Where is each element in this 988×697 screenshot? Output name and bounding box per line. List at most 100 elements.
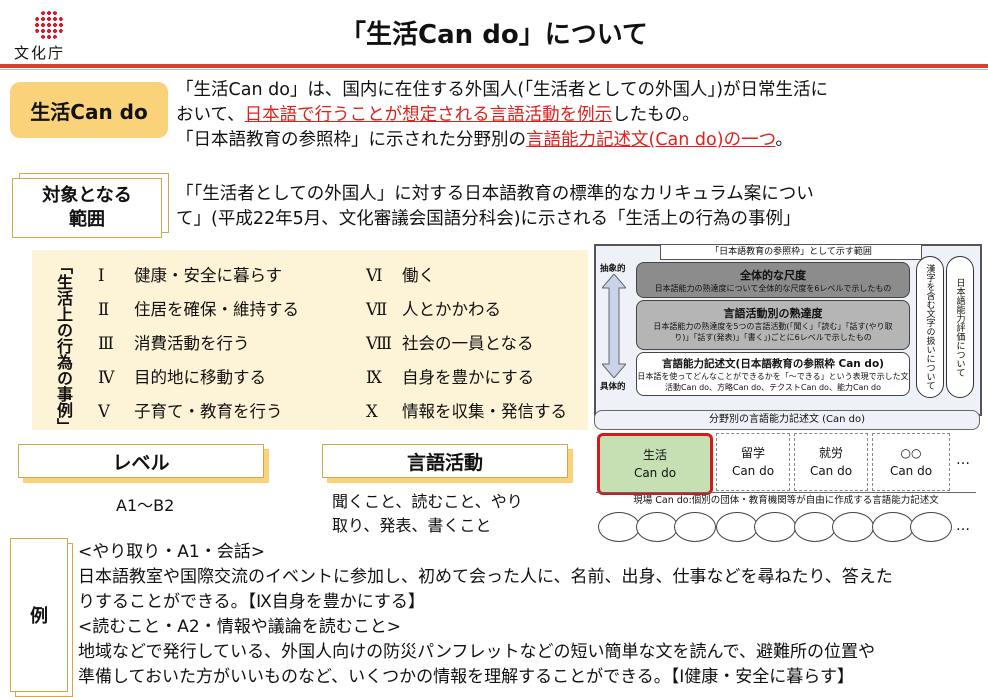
activity-num: Ⅹ [366,402,378,421]
overall-scale-title: 全体的な尺度 [740,269,806,282]
level-value: A1〜B2 [116,496,175,515]
examples-text: <やり取り・A1・会話> 日本語教室や国際交流のイベントに参加し、初めて会った人… [78,540,983,690]
language-activity-text: 聞くこと、読むこと、やり 取り、発表、書くこと [332,490,523,538]
activity-num: Ⅷ [366,334,392,353]
activity-proficiency-box: 言語活動別の熟達度 日本語能力の熟達度を5つの言語活動(「聞く」「読む」「話す(… [636,300,910,350]
activity-num: Ⅱ [98,300,110,319]
logo-mark-icon [34,10,64,40]
activity-proficiency-title: 言語活動別の熟達度 [723,307,823,320]
activity-num: Ⅰ [98,266,105,285]
scope-text: 「「生活者としての外国人」に対する日本語教育の標準的なカリキュラム案につい て」… [176,182,976,232]
field-cando-seikatsu: 生活 Can do [597,433,713,495]
field-cando: Can do [731,464,775,478]
activity-num: Ⅶ [366,300,388,319]
field-cando-ryugaku: 留学 Can do [716,433,790,491]
overall-scale-text: 日本語能力の熟達度について全体的な尺度を6レベルで示したもの [654,284,892,293]
genba-cando-label: 現場 Can do:個別の団体・教育機関等が自由に作成する言語能力記述文 [596,492,976,509]
activity-num: Ⅴ [98,402,110,421]
activity-text: 目的地に移動する [134,368,266,387]
activities-vertical-label: 「生活上の行為の事例」 [54,258,73,434]
more-fields-ellipsis: … [956,452,970,468]
example1-line1: 日本語教室や国際交流のイベントに参加し、初めて会った人に、名前、出身、仕事などを… [78,567,893,587]
activity-text: 社会の一員となる [402,334,534,353]
scope-label-line1: 対象となる [42,185,132,206]
list-item: Ⅸ 自身を豊かにする [366,364,588,398]
scope-line2: て」(平成22年5月、文化審議会国語分科会)に示される「生活上の行為の事例」 [176,209,801,229]
activity-num: Ⅳ [98,368,115,387]
intro-line3-highlight: 言語能力記述文(Can do)の一つ [526,130,776,150]
cando-statements-text2: 活動Can do、方略Can do、テクストCan do、能力Can do [664,383,882,392]
scope-line1: 「「生活者としての外国人」に対する日本語教育の標準的なカリキュラム案につい [176,184,814,204]
activity-num: Ⅸ [366,368,382,387]
list-item: Ⅱ 住居を確保・維持する [98,296,358,330]
intro-line2: おいて、日本語で行うことが想定される言語活動を例示したもの。 [176,103,976,128]
level-label: レベル [18,444,264,478]
genba-circle [636,512,678,542]
genba-circle [754,512,796,542]
field-cando-bar: 分野別の言語能力記述文 (Can do) [594,410,980,430]
activity-text: 健康・安全に暮らす [134,266,283,285]
activity-proficiency-text1: 日本語能力の熟達度を5つの言語活動(「聞く」「読む」「話す(やり取 [653,322,893,331]
intro-text: 「生活Can do」は、国内に在住する外国人(「生活者としての外国人」)が日常生… [176,78,976,153]
list-item: Ⅹ 情報を収集・発信する [366,398,588,432]
genba-circle [872,512,914,542]
scale-arrow-icon [602,274,626,378]
cando-statements-title: 言語能力記述文(日本語教育の参照枠 Can do) [662,358,884,370]
activity-text: 子育て・教育を行う [134,402,283,421]
scope-label: 対象となる範囲 [12,173,169,238]
more-circles-ellipsis: … [956,518,970,534]
field-cando: Can do [889,464,933,478]
scope-label-line2: 範囲 [69,209,105,230]
activity-text: 人とかかわる [402,300,501,319]
diagram-header: 「日本語教育の参照枠」として示す範囲 [660,244,922,260]
list-item: Ⅳ 目的地に移動する [98,364,358,398]
field-name: 留学 [740,446,765,460]
intro-line2-highlight: 日本語で行うことが想定される言語活動を例示 [244,105,613,125]
intro-line3-pre: 「日本語教育の参照枠」に示された分野別の [176,130,526,150]
seikatsu-cando-tag: 生活Can do [10,82,168,138]
page-title: 「生活Can do」について [340,20,648,50]
list-item: Ⅶ 人とかかわる [366,296,588,330]
list-item: Ⅴ 子育て・教育を行う [98,398,358,432]
cando-statements-box: 言語能力記述文(日本語教育の参照枠 Can do) 日本語を使ってどんなことがで… [636,352,910,396]
field-cando: Can do [809,464,853,478]
logo-text: 文化庁 [14,44,66,62]
genba-circle [674,512,716,542]
field-cando-shuro: 就労 Can do [794,433,868,491]
field-cando-other: ○○ Can do [872,433,950,491]
evaluation-oval: 日本語能力評価について [946,256,974,398]
intro-line3: 「日本語教育の参照枠」に示された分野別の言語能力記述文(Can do)の一つ。 [176,128,976,153]
activity-text: 住居を確保・維持する [134,300,299,319]
example2-line2: 準備しておいた方がいいものなど、いくつかの情報を理解することができる。【Ⅰ健康・… [78,667,854,687]
list-item: Ⅰ 健康・安全に暮らす [98,262,358,296]
example1-line2: りすることができる。【Ⅸ自身を豊かにする】 [78,592,425,612]
list-item: Ⅷ 社会の一員となる [366,330,588,364]
example2-heading: <読むこと・A2・情報や議論を読むこと> [78,617,401,637]
activities-panel [32,250,588,430]
agency-logo: 文化庁 [6,6,102,62]
examples-label: 例 [10,538,73,697]
genba-circle [910,512,952,542]
example1-heading: <やり取り・A1・会話> [78,542,265,562]
activity-text: 自身を豊かにする [402,368,535,387]
language-activity-line1: 聞くこと、読むこと、やり [332,492,523,511]
activity-text: 情報を収集・発信する [402,402,567,421]
overall-scale-box: 全体的な尺度 日本語能力の熟達度について全体的な尺度を6レベルで示したもの [636,262,910,298]
activity-text: 消費活動を行う [134,334,250,353]
genba-circle [716,512,758,542]
field-cando: Can do [633,466,677,480]
intro-line3-post: 。 [775,130,793,150]
activity-proficiency-text2: り)」「話す(発表)」「書く」)ごとに6レベルで示したもの [674,333,872,342]
language-activity-label: 言語活動 [322,444,568,478]
kanji-handling-oval: 漢字を含む文字の扱いについて [916,256,944,398]
genba-circle [598,512,640,542]
language-activity-line2: 取り、発表、書くこと [332,516,492,535]
field-name: ○○ [900,446,922,460]
field-name: 生活 [642,448,667,462]
intro-line2-pre: おいて、 [176,105,245,125]
activity-text: 働く [402,266,435,285]
field-name: 就労 [818,446,843,460]
